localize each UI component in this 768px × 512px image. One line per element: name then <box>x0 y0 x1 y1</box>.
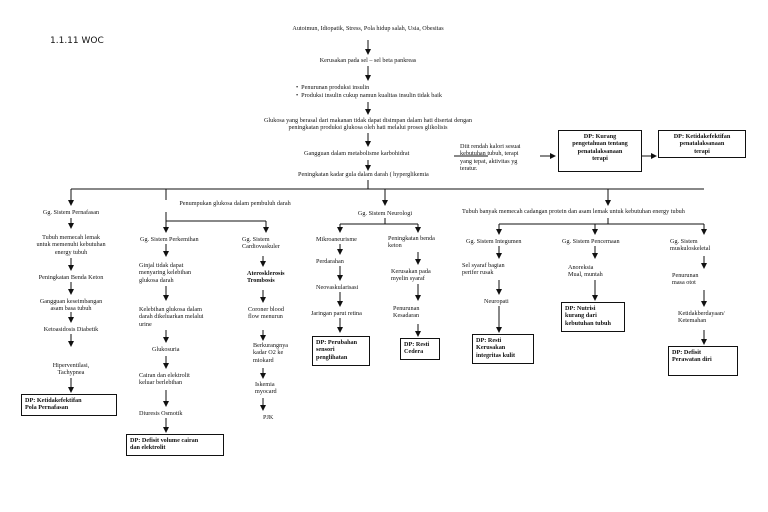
dp-management-box: DP: Ketidakefektifan penatalaksanaan ter… <box>658 130 746 158</box>
integ-title: Gg. Sistem Integumen <box>466 238 522 245</box>
breakdown-node: Tubuh banyak memecah cadangan protein da… <box>462 208 685 215</box>
cardio-step-4: Iskemia myocard <box>255 381 277 396</box>
dp-selfcare-box: DP: Defisit Perawatan diri <box>668 346 738 376</box>
respiratory-step-1: Tubuh memecah lemak untuk memenuhi kebut… <box>36 234 106 256</box>
neuro-b-step-2: Kerusakan pada myelin syaraf <box>391 268 431 283</box>
neuro-a-step-3: Neovaskularisasi <box>316 284 359 291</box>
respiratory-step-2: Peningkatan Benda Keton <box>38 274 104 281</box>
urinary-step-3: Glukosuria <box>152 346 180 353</box>
dp-sensory-box: DP: Perubahan sensori penglihatan <box>312 336 370 366</box>
calorie-note: Diit rendah kalori sesuai kebutuhan tubu… <box>460 143 521 173</box>
cardio-step-1: Aterosklerosis Trombosis <box>247 270 285 285</box>
neuro-title: Gg. Sistem Neurologi <box>357 210 413 217</box>
dp-nutrition-box: DP: Nutrisi kurang dari kebutuhan tubuh <box>561 302 625 332</box>
page-heading: 1.1.11 WOC <box>50 36 104 46</box>
musculo-title: Gg. Sistem muskuloskeletal <box>670 238 711 253</box>
insulin-bullet-2: Produksi insulin cukup namun kualitas in… <box>296 92 496 99</box>
dp-fluid-box: DP: Defisit volume cairan dan elektrolit <box>126 434 224 456</box>
respiratory-step-3: Gangguan keseimbangan asam basa tubuh <box>39 298 103 313</box>
metabolism-node: Gangguan dalam metabolisme karbohidrat <box>304 150 410 157</box>
respiratory-step-5: Hiperventilasi, Tachypnea <box>52 362 90 377</box>
urinary-step-4: Cairan dan elektrolit keluar berlebihan <box>139 372 190 387</box>
urinary-title: Gg. Sistem Perkemihan <box>140 236 199 243</box>
urinary-step-1: Ginjal tidak dapat menyaring kelebihan g… <box>139 262 192 284</box>
damage-node: Kerusakan pada sel – sel beta pankreas <box>319 57 417 64</box>
hyperglycemia-node: Peningkatan kadar gula dalam darah ( hyp… <box>298 171 429 178</box>
respiratory-step-4: Ketoasidosis Diabetik <box>43 326 99 333</box>
urinary-step-2: Kelebihan glukosa dalam darah dikeluarka… <box>139 306 204 328</box>
integ-step-1: Sel syaraf bagian perifer rusak <box>462 262 505 277</box>
digest-title: Gg. Sistem Pencernaan <box>562 238 620 245</box>
respiratory-title: Gg. Sistem Pernafasan <box>42 209 100 216</box>
neuro-a-step-1: Mikroaneurisme <box>316 236 357 243</box>
musculo-step-1: Penurunan masa otot <box>672 272 699 287</box>
neuro-a-step-4: Jaringan parut retina <box>311 310 362 317</box>
accumulation-node: Penumpukan glukosa dalam pembuluh darah <box>150 200 320 208</box>
integ-step-2: Neuropati <box>484 298 509 305</box>
cardio-step-3: Berkurangnya kadar O2 ke miokard <box>253 342 289 364</box>
dp-skin-box: DP: Resti Kerusakan integritas kulit <box>472 334 534 364</box>
digest-step-1: Anoreksia Mual, muntah <box>568 264 603 279</box>
neuro-a-step-2: Perdarahan <box>316 258 344 265</box>
glucose-node: Glukosa yang berasal dari makanan tidak … <box>263 117 473 132</box>
cardio-step-5: PJK <box>263 414 274 421</box>
neuro-b-step-3: Penurunan Kesadaran <box>393 305 420 320</box>
dp-injury-box: DP: Resti Cedera <box>400 338 440 360</box>
causes-node: Autoimun, Idiopatik, Stress, Pola hidup … <box>292 25 444 32</box>
dp-knowledge-box: DP: Kurang pengetahuan tentang penatalak… <box>558 130 642 172</box>
cardio-step-2: Coroner blood flow menurun <box>248 306 284 321</box>
urinary-step-5: Diuresis Osmotik <box>139 410 183 417</box>
neuro-b-step-1: Peningkatan benda keton <box>388 235 435 250</box>
cardio-title: Gg. Sistem Cardiovaskuler <box>242 236 280 251</box>
insulin-bullet-1: Penurunan produksi insulin <box>296 84 496 91</box>
dp-respiratory-box: DP: Ketidakefektifan Pola Pernafasan <box>21 394 117 416</box>
musculo-step-2: Ketidakberdayaan/ Ketemahan <box>678 310 725 325</box>
